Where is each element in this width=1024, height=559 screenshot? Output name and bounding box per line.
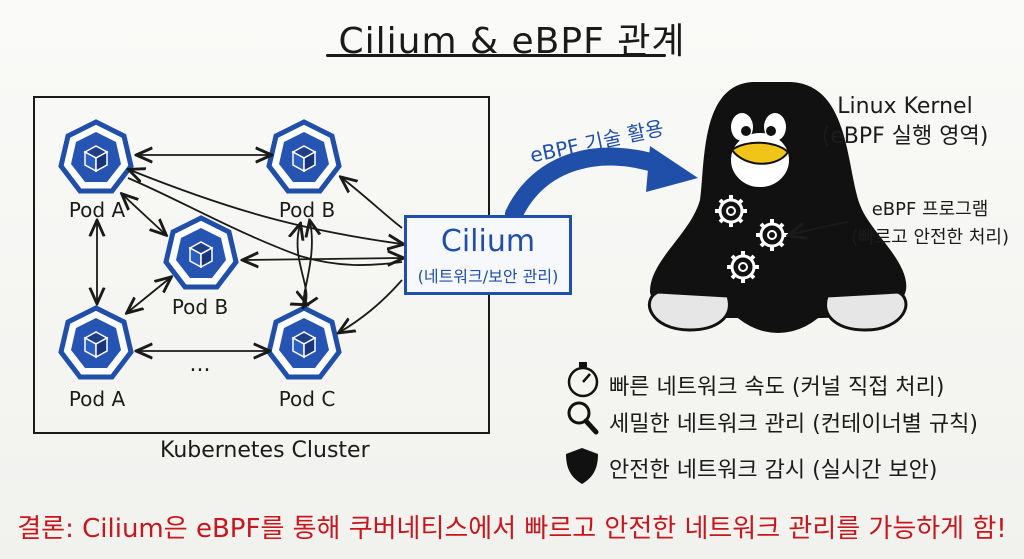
kernel-label: Linux Kernel (eBPF 실행 영역) <box>821 92 989 152</box>
pod-icon <box>61 308 131 377</box>
feature-text: 세밀한 네트워크 관리 (컨테이너별 규칙) <box>609 412 978 437</box>
program-pointer <box>790 221 849 235</box>
pod-connections <box>97 155 402 351</box>
shield-icon <box>566 448 598 484</box>
feature-text: 빠른 네트워크 속도 (커널 직접 처리) <box>609 375 945 400</box>
magnifier-icon <box>567 401 599 435</box>
pod-icon <box>269 122 339 191</box>
stopwatch-icon <box>567 362 599 398</box>
kernel-line2: (eBPF 실행 영역) <box>821 124 989 149</box>
cilium-subtitle: (네트워크/보안 관리) <box>417 267 559 286</box>
feature-item: 안전한 네트워크 감시 (실시간 보안) <box>565 451 938 485</box>
pod-label: Pod A <box>68 387 126 411</box>
feature-item: 세밀한 네트워크 관리 (컨테이너별 규칙) <box>565 405 978 439</box>
tux-penguin <box>647 82 908 333</box>
cilium-box: Cilium (네트워크/보안 관리) <box>404 215 572 295</box>
feature-item: 빠른 네트워크 속도 (커널 직접 처리) <box>565 368 945 402</box>
cilium-name: Cilium <box>440 224 536 259</box>
conclusion-text: 결론: Cilium은 eBPF를 통해 쿠버네티스에서 빠르고 안전한 네트워… <box>17 514 1007 544</box>
kernel-line1: Linux Kernel <box>837 94 973 119</box>
pod-icon <box>166 218 236 287</box>
pod-label: Pod B <box>278 198 336 222</box>
pod-icon <box>61 122 131 191</box>
pod-label: Pod B <box>171 295 229 319</box>
ellipsis: ... <box>189 352 211 377</box>
pod-label: Pod A <box>68 198 126 222</box>
program-label: eBPF 프로그램 (빠르고 안전한 처리) <box>842 196 1018 252</box>
pod-icon <box>269 308 339 377</box>
program-line2: (빠르고 안전한 처리) <box>851 227 1009 248</box>
cluster-label: Kubernetes Cluster <box>160 438 370 463</box>
ebpf-arrow <box>505 147 669 223</box>
ebpf-arrow-head <box>646 146 698 192</box>
program-line1: eBPF 프로그램 <box>871 199 989 220</box>
title-underline <box>326 54 666 57</box>
pod-label: Pod C <box>278 387 336 411</box>
feature-text: 안전한 네트워크 감시 (실시간 보안) <box>609 458 938 483</box>
